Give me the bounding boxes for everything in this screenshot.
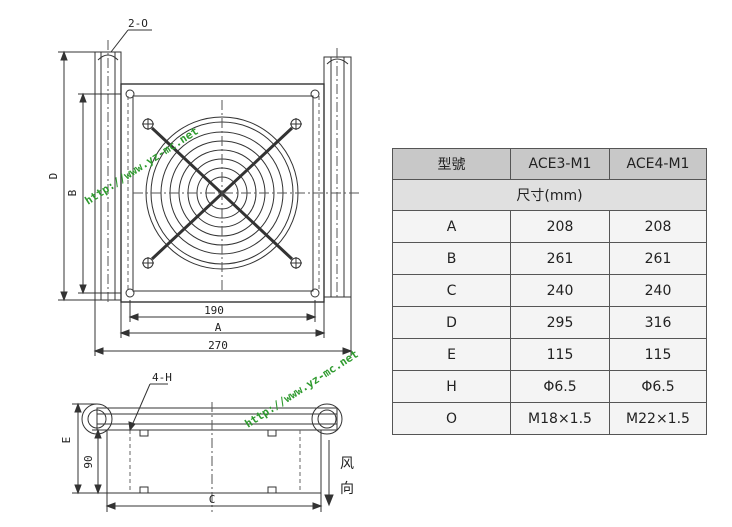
row-value-1: 208 [510,210,610,243]
table-row: B 261 261 [392,242,707,275]
row-value-1: M18×1.5 [510,402,610,435]
core-plate [120,83,325,303]
row-value-2: 115 [609,338,707,371]
row-label: E [392,338,511,371]
row-label: B [392,242,511,275]
watermark-1: http://www.yz-mc.net [83,124,201,207]
dim-270-label: 270 [208,339,228,352]
row-value-2: Φ6.5 [609,370,707,403]
dim-a-label: A [215,321,222,334]
dim-c-label: C [209,493,216,506]
holes-label: 4-H [152,371,172,384]
row-label: A [392,210,511,243]
watermark-2: http://www.yz-mc.net [243,347,361,430]
port-label: 2-O [128,17,148,30]
header-model-1: ACE3-M1 [510,148,610,180]
dim-b-label: B [66,189,79,196]
table-row: H Φ6.5 Φ6.5 [392,370,707,403]
airflow-label-1: 风 [340,456,354,472]
fan-mount-holes [142,118,302,269]
row-value-1: Φ6.5 [510,370,610,403]
row-value-2: 208 [609,210,707,243]
subheader-units: 尺寸(mm) [392,179,707,211]
row-value-2: 240 [609,274,707,307]
airflow-label-2: 向 [340,481,354,497]
row-value-1: 261 [510,242,610,275]
row-value-2: M22×1.5 [609,402,707,435]
dim-e-label: E [60,437,73,444]
dim-190-label: 190 [204,304,224,317]
row-value-2: 316 [609,306,707,339]
table-row: A 208 208 [392,210,707,243]
row-label: O [392,402,511,435]
table-row: E 115 115 [392,338,707,371]
table-row: D 295 316 [392,306,707,339]
corner-screws [125,89,320,298]
row-value-1: 240 [510,274,610,307]
row-label: C [392,274,511,307]
row-value-1: 115 [510,338,610,371]
row-label: H [392,370,511,403]
header-label: 型號 [392,148,511,180]
table-header-row: 型號 ACE3-M1 ACE4-M1 [392,148,707,180]
dim-d-label: D [47,173,60,180]
table-row: C 240 240 [392,274,707,307]
row-value-2: 261 [609,242,707,275]
side-body [106,429,322,494]
spec-table: 型號 ACE3-M1 ACE4-M1 尺寸(mm) A 208 208 B 26… [392,148,707,435]
header-model-2: ACE4-M1 [609,148,707,180]
row-label: D [392,306,511,339]
table-subheader-row: 尺寸(mm) [392,179,707,211]
table-row: O M18×1.5 M22×1.5 [392,402,707,435]
dim-90-label: 90 [82,455,95,468]
technical-drawing: 2-O D B 190 A 270 4-H E 90 C 风 向 http://… [47,17,361,512]
row-value-1: 295 [510,306,610,339]
